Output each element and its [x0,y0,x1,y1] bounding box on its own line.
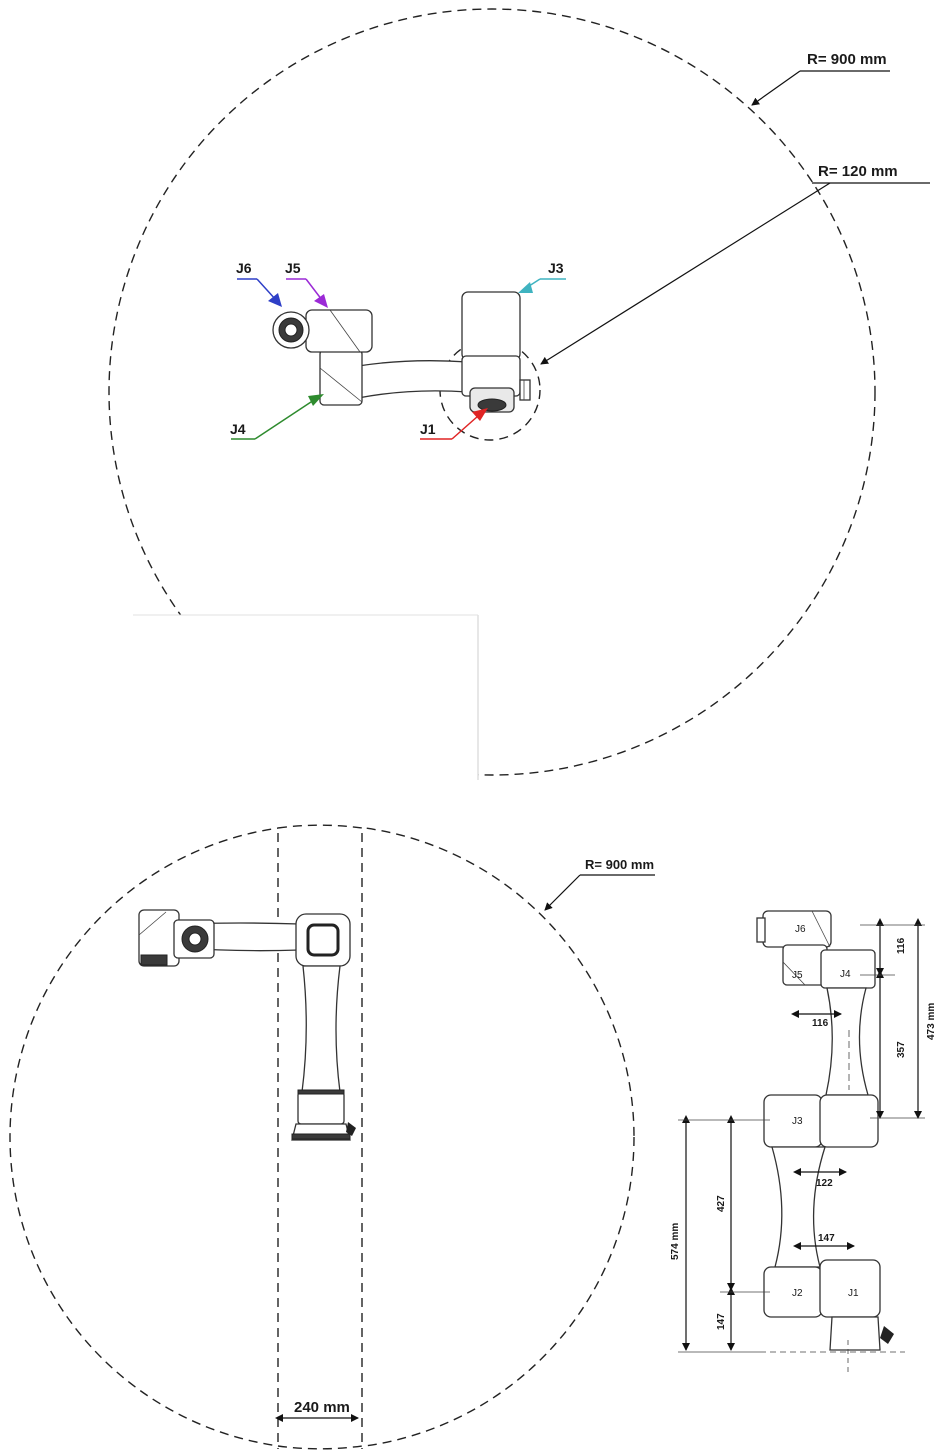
workspace-circle-side [9,824,635,1450]
joint-callout-j4: J4 [230,394,324,440]
dim-joint-j4: J4 [840,969,851,980]
dim-joint-j2: J2 [792,1288,803,1299]
dim-joint-j6: J6 [795,924,806,935]
dim-147-horizontal: 147 [818,1233,835,1244]
clearance-width-label: 240 mm [294,1399,350,1416]
joint-callout-j5: J5 [285,260,328,308]
workspace-circle-900 [108,8,876,776]
robot-dimension-view [756,910,894,1351]
robot-side-view [138,909,356,1141]
svg-text:J1: J1 [420,421,436,437]
dim-116-horizontal: 116 [812,1018,829,1029]
outer-radius-label: R= 900 mm [807,51,887,68]
side-view: R= 900 mm 240 mm [9,822,655,1452]
dim-116-vertical: 116 [896,937,907,954]
top-view: R= 900 mm R= 120 mm J6 J5 J3 J4 [108,8,930,780]
dimension-view: J6 J5 J4 J3 J2 J1 116 357 473 mm 116 122… [670,910,935,1372]
dim-147-vertical: 147 [716,1313,727,1330]
svg-text:J5: J5 [285,260,301,276]
dim-joint-j1: J1 [848,1288,859,1299]
joint-callout-j1: J1 [420,408,488,440]
dim-427: 427 [716,1195,727,1212]
dim-joint-j5: J5 [792,970,803,981]
svg-text:J3: J3 [548,260,564,276]
robot-top-view [272,291,531,413]
dim-473: 473 mm [926,1003,935,1040]
inner-radius-label: R= 120 mm [818,163,898,180]
dim-357: 357 [896,1041,907,1058]
dim-574: 574 mm [670,1223,681,1260]
svg-text:J6: J6 [236,260,252,276]
joint-callout-j6: J6 [236,260,282,307]
white-overlay-box [133,615,478,780]
dim-joint-j3: J3 [792,1116,803,1127]
joint-callout-j3: J3 [518,260,566,293]
dim-122: 122 [816,1178,833,1189]
svg-text:J4: J4 [230,421,246,437]
side-radius-label: R= 900 mm [585,857,654,872]
